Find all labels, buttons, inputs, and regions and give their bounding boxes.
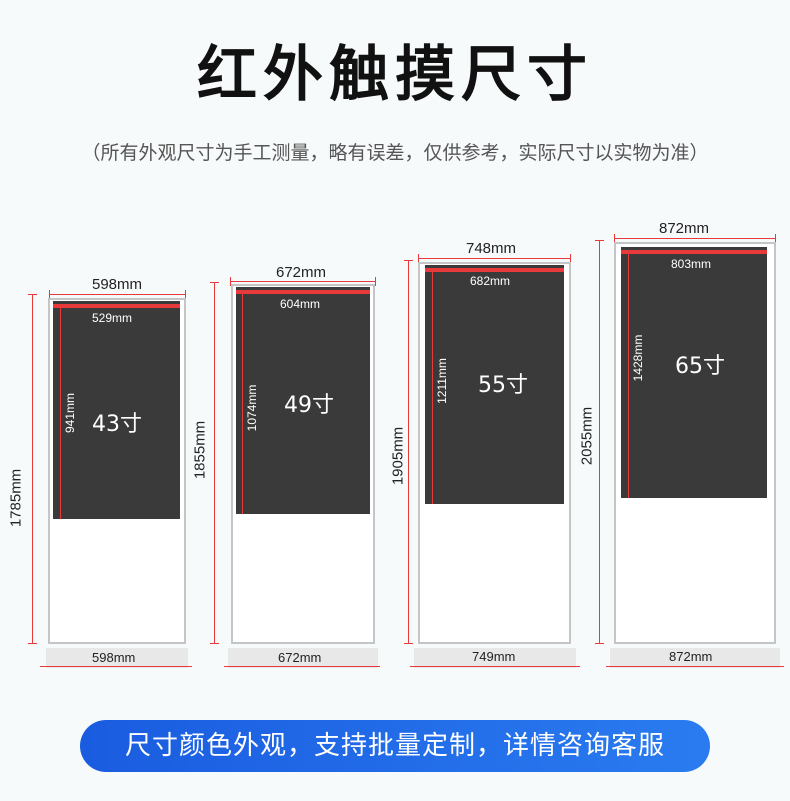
base-width-label: 872mm xyxy=(669,649,713,664)
kiosk-screen xyxy=(425,265,564,504)
page-subtitle: （所有外观尺寸为手工测量，略有误差，仅供参考，实际尺寸以实物为准） xyxy=(81,142,709,164)
screen-height-label: 1211mm xyxy=(435,358,449,404)
screen-width-label: 682mm xyxy=(470,274,511,288)
base-width-label: 598mm xyxy=(92,650,136,665)
height-dimension-line xyxy=(599,240,600,644)
kiosk-height-label: 1905mm xyxy=(389,426,407,486)
base-width-label: 749mm xyxy=(472,649,516,664)
kiosk-screen xyxy=(621,247,767,498)
kiosk-size-label: 49寸 xyxy=(284,393,334,418)
page-title: 红外触摸尺寸 xyxy=(197,40,593,110)
kiosk-width-label: 872mm xyxy=(659,220,710,237)
kiosk-size-label: 65寸 xyxy=(675,354,725,379)
screen-width-label: 529mm xyxy=(92,311,133,325)
screen-height-label: 941mm xyxy=(63,392,77,434)
kiosk-base xyxy=(46,648,188,668)
width-dimension-line xyxy=(418,258,571,259)
screen-width-label: 604mm xyxy=(280,297,321,311)
height-dimension-line xyxy=(214,282,215,644)
width-dimension-line xyxy=(230,281,376,282)
kiosk-height-label: 1785mm xyxy=(7,468,25,528)
kiosk-base xyxy=(610,648,780,668)
kiosk-height-label: 1855mm xyxy=(191,420,209,480)
width-dimension-line xyxy=(614,238,776,239)
kiosk-base xyxy=(414,648,576,668)
screen-height-label: 1074mm xyxy=(245,384,259,432)
height-dimension-line xyxy=(32,294,33,644)
screen-width-label: 803mm xyxy=(671,257,712,271)
base-width-label: 672mm xyxy=(278,650,322,665)
kiosk-base xyxy=(228,648,378,668)
customization-banner: 尺寸颜色外观，支持批量定制，详情咨询客服 xyxy=(80,720,710,772)
kiosk-screen xyxy=(53,301,180,519)
height-dimension-line xyxy=(408,260,409,644)
kiosk-height-label: 2055mm xyxy=(578,406,596,466)
kiosk-screen xyxy=(236,287,370,514)
kiosk-width-label: 672mm xyxy=(276,264,327,281)
screen-height-label: 1428mm xyxy=(631,334,645,382)
width-dimension-line xyxy=(49,294,186,295)
kiosk-width-label: 598mm xyxy=(92,276,143,293)
kiosk-size-label: 55寸 xyxy=(478,373,528,398)
kiosk-size-label: 43寸 xyxy=(92,412,142,437)
kiosk-width-label: 748mm xyxy=(466,240,517,257)
